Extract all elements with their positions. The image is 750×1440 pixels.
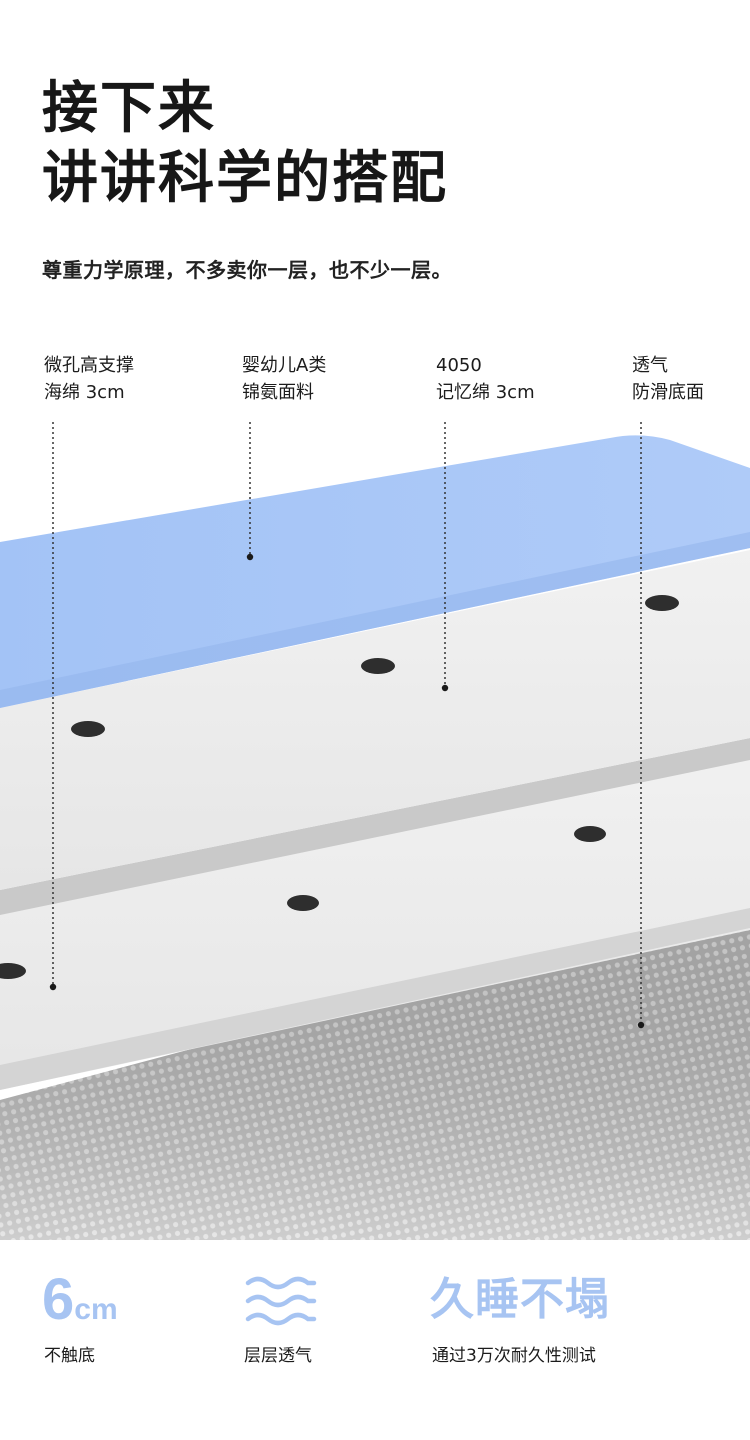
callout-memory-foam: 4050 记忆绵 3cm: [436, 352, 535, 406]
stat-durability: 久睡不塌: [430, 1265, 610, 1335]
callout-detail: 海绵 3cm: [44, 382, 125, 403]
stat-number: 6: [42, 1267, 75, 1332]
headline-line-1: 接下来: [42, 76, 216, 141]
callout-title: 婴幼儿A类: [242, 355, 327, 376]
callout-title: 4050: [436, 355, 482, 376]
headline: 接下来 讲讲科学的搭配: [42, 74, 448, 214]
airhole-icon: [287, 895, 319, 911]
callout-antislip-base: 透气 防滑底面: [632, 352, 704, 406]
callout-detail: 防滑底面: [632, 382, 704, 403]
fabric-top-layer: [0, 435, 750, 708]
airhole-icon: [361, 658, 395, 674]
stat-thickness: 6cm: [42, 1265, 118, 1335]
airhole-icon: [0, 963, 26, 979]
memory-foam-layer: [0, 550, 750, 915]
callout-title: 微孔高支撑: [44, 355, 134, 376]
mattress-layers-illustration: [0, 420, 750, 1240]
airhole-icon: [645, 595, 679, 611]
callout-detail: 锦氨面料: [242, 382, 314, 403]
airhole-icon: [71, 721, 105, 737]
stat-label: 通过3万次耐久性测试: [432, 1346, 596, 1366]
callout-detail: 记忆绵 3cm: [436, 382, 535, 403]
stat-label: 不触底: [44, 1346, 95, 1366]
leader-lines: [52, 420, 642, 1023]
subtitle: 尊重力学原理，不多卖你一层，也不少一层。: [42, 258, 452, 282]
callout-fabric: 婴幼儿A类 锦氨面料: [242, 352, 326, 406]
headline-line-2: 讲讲科学的搭配: [42, 146, 448, 211]
callout-support-foam: 微孔高支撑 海绵 3cm: [44, 352, 134, 406]
callout-title: 透气: [632, 355, 668, 376]
stat-unit: cm: [74, 1293, 118, 1326]
feature-stats: 6cm 不触底 层层透气 久睡不塌 通过3万次耐久性测试: [0, 1265, 750, 1375]
stat-headline: 久睡不塌: [430, 1274, 610, 1325]
airflow-wave-icon: [244, 1273, 318, 1333]
leader-dots: [49, 553, 645, 1029]
support-foam-layer: [0, 745, 750, 1090]
mesh-base-layer: [0, 900, 750, 1240]
airhole-icon: [574, 826, 606, 842]
stat-label: 层层透气: [244, 1346, 312, 1366]
